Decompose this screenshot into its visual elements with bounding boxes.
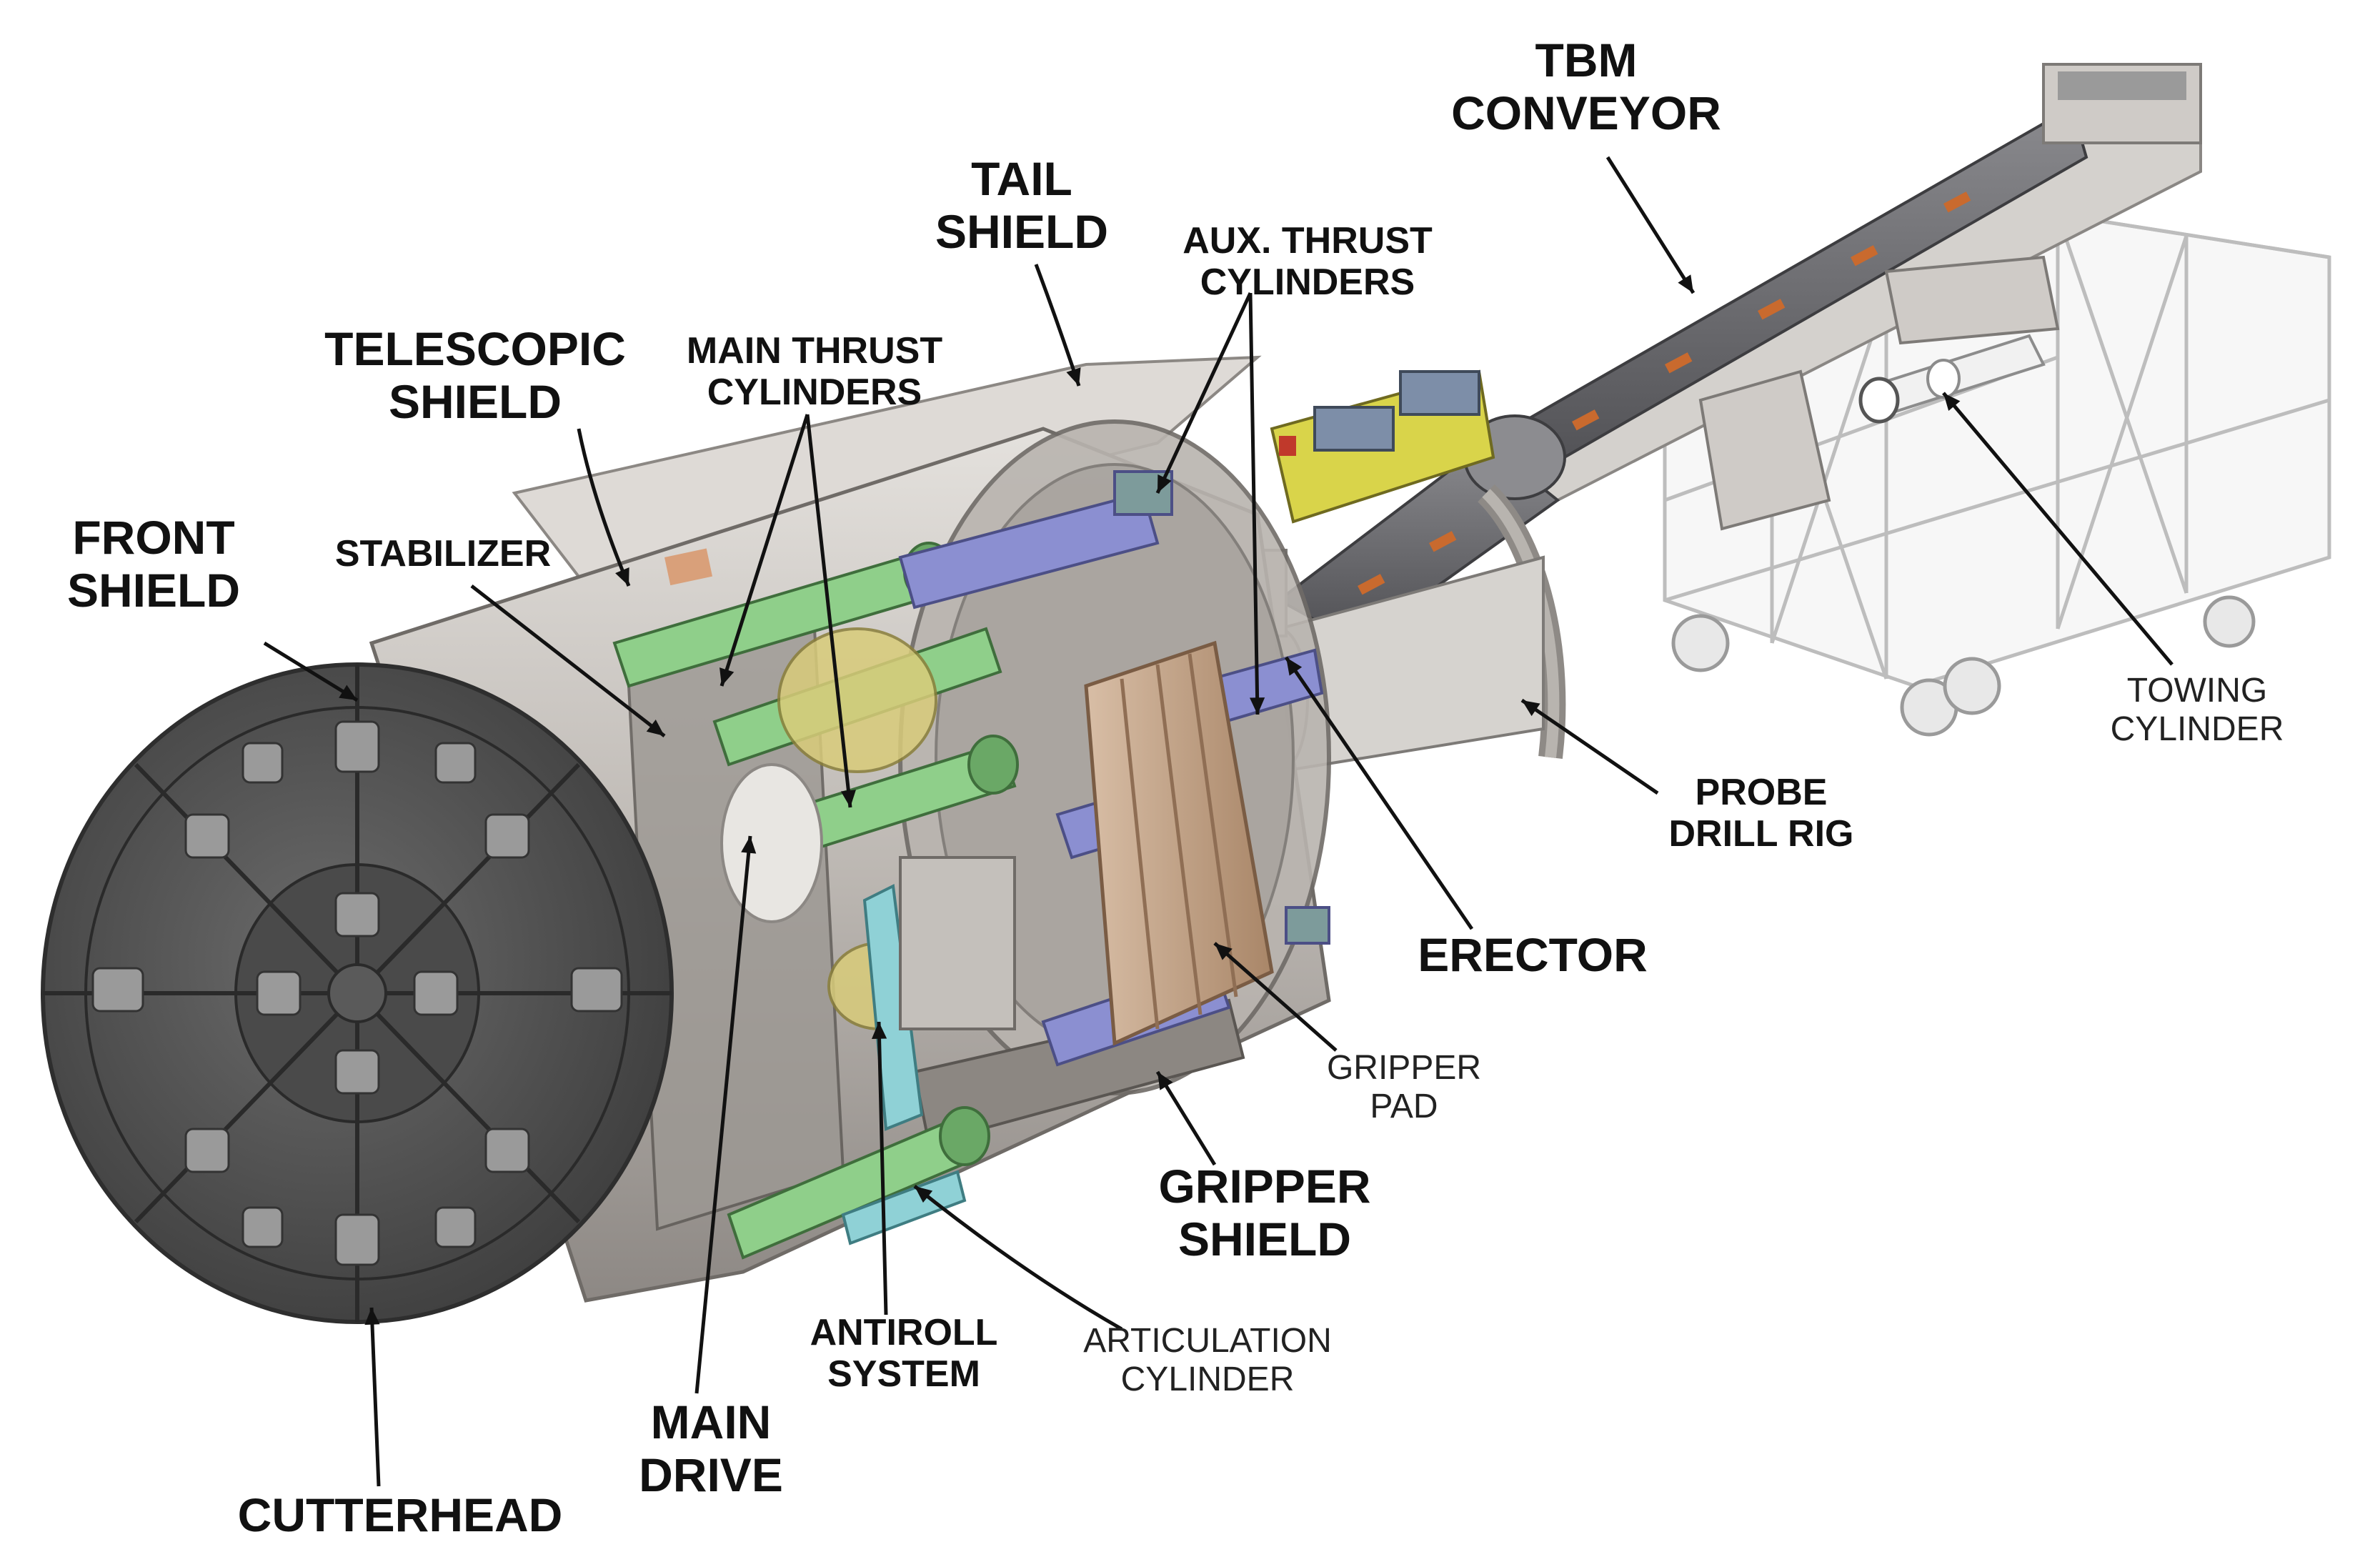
cutterhead-part: [41, 662, 674, 1324]
towing-cylinder-part: [1858, 334, 2046, 424]
leader-gripper-shield-arrowhead: [1157, 1072, 1173, 1090]
backup-wheels: [1671, 595, 2256, 737]
leader-main-drive: [694, 835, 752, 1394]
leader-tail-shield-arrowhead: [1066, 367, 1081, 386]
leader-gripper-pad-arrowhead: [1215, 943, 1233, 960]
leader-tbm-conveyor-arrowhead: [1678, 274, 1693, 293]
probe-drill-rig-part: [1270, 369, 1495, 524]
leader-cutterhead-arrowhead: [364, 1308, 380, 1325]
leader-aux-thrust-b-arrowhead: [1249, 697, 1265, 715]
label-stabilizer: STABILIZER: [334, 533, 552, 574]
leader-probe-drill-rig-arrowhead: [1522, 700, 1540, 717]
leader-main-thrust-b-arrowhead: [840, 790, 856, 807]
label-cutterhead: CUTTERHEAD: [237, 1488, 563, 1541]
leader-antiroll-system: [877, 1021, 888, 1315]
leader-gripper-pad: [1213, 942, 1338, 1052]
label-erector: ERECTOR: [1418, 928, 1648, 981]
leader-tbm-conveyor: [1605, 156, 1696, 294]
leader-main-drive-arrowhead: [741, 836, 757, 854]
leader-articulation-cylinder-arrowhead: [915, 1186, 933, 1203]
leader-telescopic-shield: [577, 428, 631, 587]
leader-telescopic-shield-arrowhead: [615, 567, 629, 586]
leader-towing-cylinder: [1942, 392, 2174, 666]
leader-gripper-shield: [1155, 1070, 1217, 1166]
leader-stabilizer: [470, 584, 666, 737]
leader-lines: [263, 156, 2174, 1487]
gripper-pad-part: [1084, 640, 1274, 1046]
leader-cutterhead: [369, 1307, 381, 1487]
leader-articulation-cylinder: [913, 1185, 1123, 1331]
leader-antiroll-system-arrowhead: [871, 1022, 887, 1039]
leader-front-shield: [263, 641, 359, 702]
leader-erector-arrowhead: [1286, 657, 1303, 676]
leader-main-thrust-a: [720, 414, 810, 687]
leader-main-thrust-a-arrowhead: [720, 667, 735, 686]
leader-probe-drill-rig: [1520, 698, 1659, 795]
leader-front-shield-arrowhead: [339, 685, 357, 700]
leader-aux-thrust-a: [1155, 292, 1253, 494]
leader-aux-thrust-b: [1248, 292, 1260, 715]
leader-erector: [1284, 656, 1474, 930]
leader-towing-cylinder-arrowhead: [1943, 393, 1961, 411]
leader-main-thrust-b: [805, 414, 852, 808]
leader-tail-shield: [1034, 264, 1081, 387]
leader-aux-thrust-a-arrowhead: [1157, 474, 1172, 493]
leader-stabilizer-arrowhead: [646, 720, 664, 736]
